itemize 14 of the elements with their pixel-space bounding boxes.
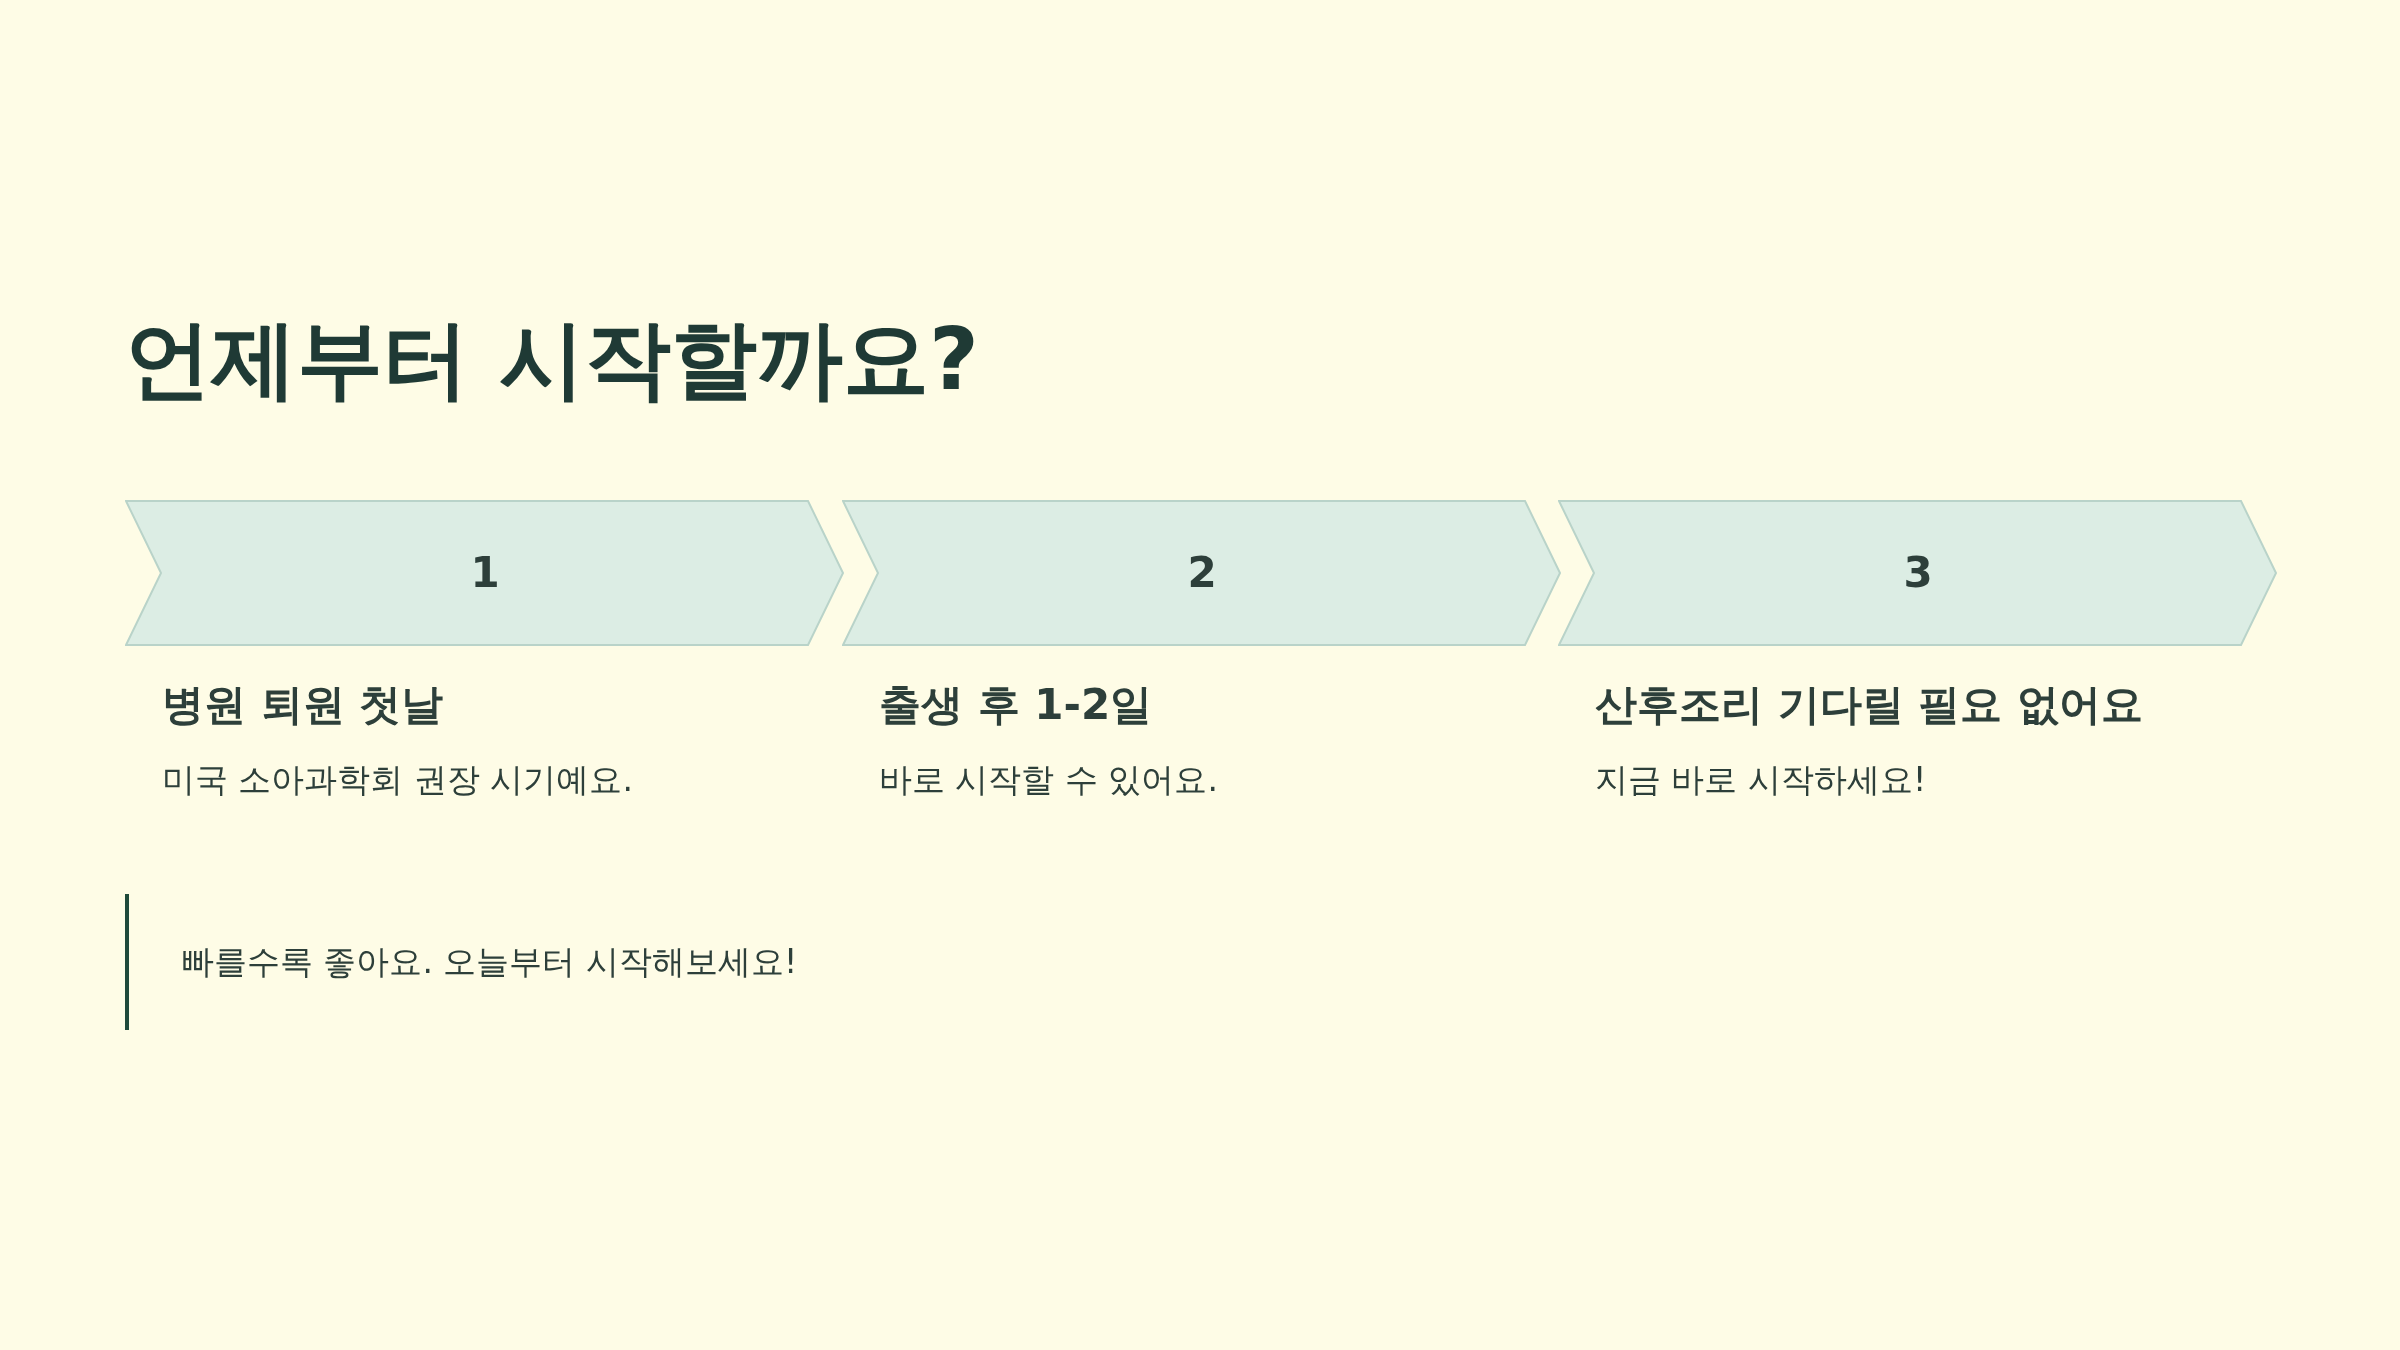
chevron-step — [842, 500, 1562, 646]
quote-note: 빠를수록 좋아요. 오늘부터 시작해보세요! — [125, 894, 798, 1030]
step-heading: 출생 후 1-2일 — [879, 680, 1153, 731]
step-number: 1 — [469, 547, 501, 599]
title: 언제부터 시작할까요? — [125, 312, 979, 407]
step-number: 3 — [1902, 547, 1934, 599]
step-heading: 산후조리 기다릴 필요 없어요 — [1595, 680, 2143, 731]
step-description: 지금 바로 시작하세요! — [1595, 760, 1927, 800]
step-description: 미국 소아과학회 권장 시기예요. — [162, 760, 633, 800]
step-description: 바로 시작할 수 있어요. — [879, 760, 1218, 800]
step-heading: 병원 퇴원 첫날 — [162, 680, 444, 731]
step-number: 2 — [1186, 547, 1218, 599]
chevron-step — [1558, 500, 2278, 646]
chevron-step — [125, 500, 845, 646]
